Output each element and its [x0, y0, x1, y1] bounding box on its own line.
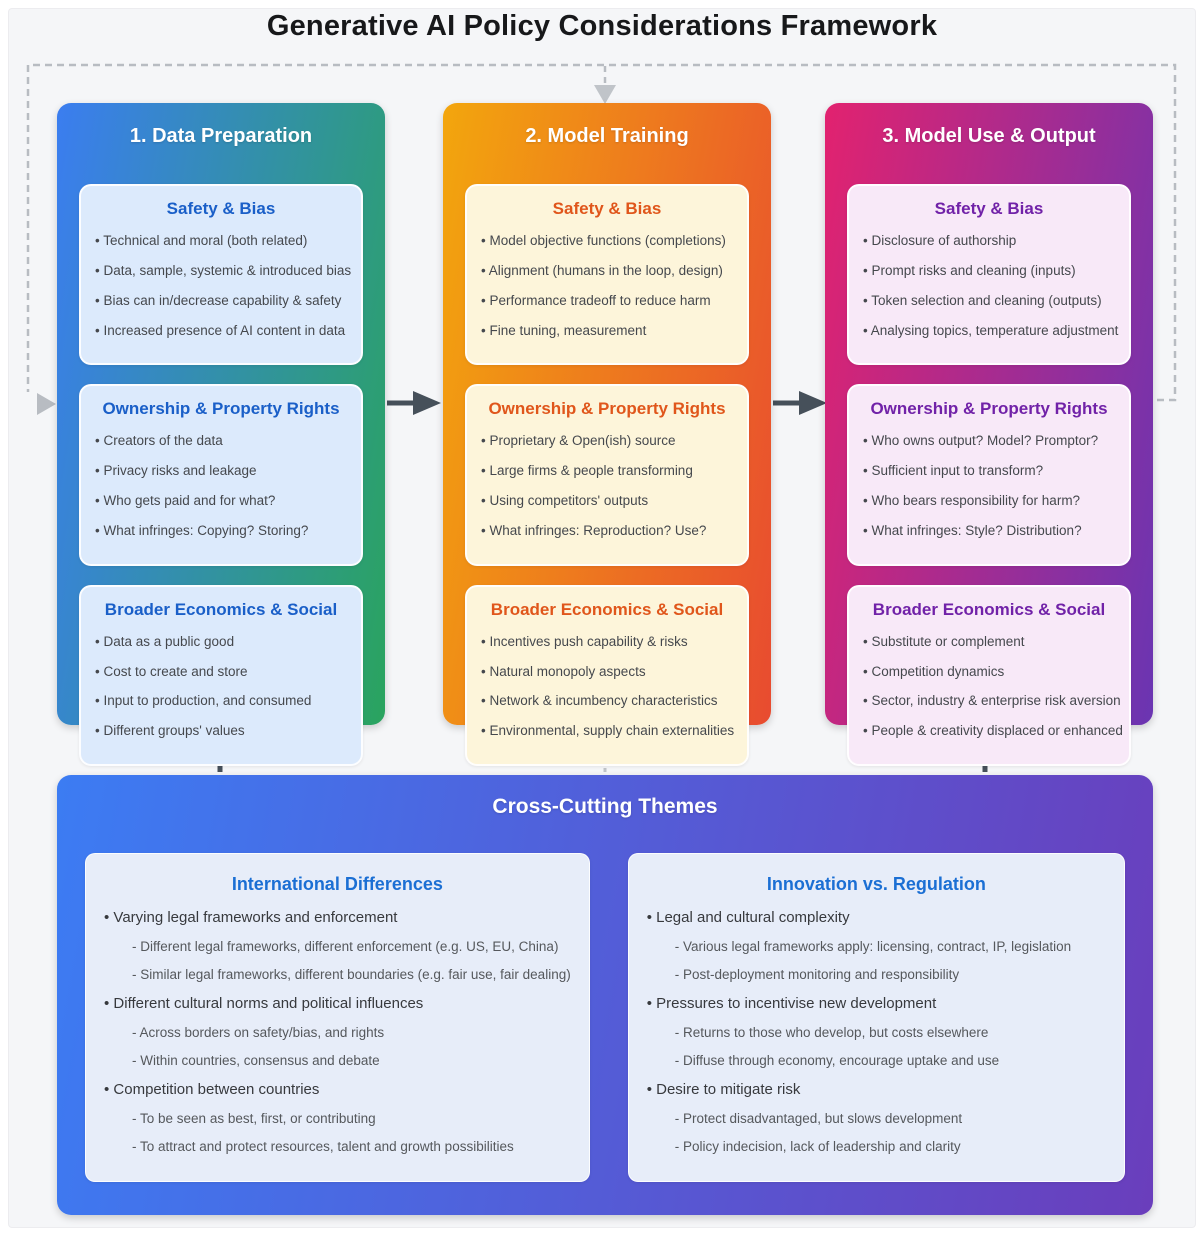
theme-sub-bullet: Similar legal frameworks, different boun…	[132, 967, 570, 982]
card-item: People & creativity displaced or enhance…	[863, 723, 1122, 739]
card-item: Fine tuning, measurement	[481, 323, 735, 339]
theme-sub-bullet: Post-deployment monitoring and responsib…	[675, 967, 1106, 982]
card-title: Innovation vs. Regulation	[766, 874, 986, 894]
card-item: Data, sample, systemic & introduced bias	[95, 263, 351, 279]
cross-cutting-header: Cross-Cutting Themes	[492, 795, 718, 818]
card-item: Who gets paid and for what?	[95, 493, 349, 509]
card-item: Data as a public good	[95, 634, 349, 650]
theme-sub-bullet: Within countries, consensus and debate	[132, 1053, 571, 1068]
card-item-list: Creators of the data Privacy risks and l…	[93, 434, 349, 538]
card-ownership-property-rights: Ownership & Property Rights Who owns out…	[847, 384, 1131, 566]
card-ownership-property-rights: Ownership & Property Rights Creators of …	[79, 384, 363, 566]
card-item: Bias can in/decrease capability & safety	[95, 293, 349, 309]
column-header: 2. Model Training	[525, 125, 689, 147]
cross-cutting-themes-box: Cross-Cutting Themes International Diffe…	[57, 775, 1153, 1215]
card-item: Performance tradeoff to reduce harm	[481, 293, 735, 309]
card-item: Using competitors' outputs	[481, 493, 735, 509]
card-item: Who owns output? Model? Promptor?	[863, 434, 1117, 449]
card-title: Safety & Bias	[166, 199, 276, 218]
card-item: Privacy risks and leakage	[95, 463, 349, 479]
card-title: Safety & Bias	[552, 199, 662, 218]
cross-cutting-cards: International Differences Varying legal …	[85, 853, 1125, 1182]
card-title: Ownership & Property Rights	[488, 399, 726, 419]
card-title: Broader Economics & Social	[104, 599, 338, 619]
card-title: Broader Economics & Social	[490, 599, 724, 619]
card-safety-bias: Safety & Bias Technical and moral (both …	[79, 184, 363, 366]
card-item-list: Disclosure of authorship Prompt risks an…	[861, 233, 1119, 339]
card-item: Cost to create and store	[95, 664, 349, 680]
card-title: Safety & Bias	[934, 199, 1044, 218]
theme-sub-bullet: Different legal frameworks, different en…	[132, 939, 571, 954]
card-broader-economics-social: Broader Economics & Social Substitute or…	[847, 584, 1131, 767]
theme-sub-bullet: Returns to those who develop, but costs …	[675, 1025, 1106, 1040]
card-item: Alignment (humans in the loop, design)	[481, 263, 735, 279]
theme-sub-bullet: To attract and protect resources, talent…	[132, 1139, 571, 1154]
theme-bullet: Varying legal frameworks and enforcement	[104, 909, 571, 926]
card-item: Different groups' values	[95, 723, 349, 739]
card-title: Ownership & Property Rights	[102, 399, 340, 419]
card-item-list: Data as a public good Cost to create and…	[93, 634, 349, 739]
theme-sub-bullet: Various legal frameworks apply: licensin…	[675, 939, 1106, 954]
card-innovation-vs-regulation: Innovation vs. Regulation Legal and cult…	[627, 853, 1125, 1182]
card-item: What infringes: Reproduction? Use?	[481, 523, 735, 539]
card-item: Analysing topics, temperature adjustment	[863, 323, 1119, 339]
card-item-list: Incentives push capability & risks Natur…	[479, 634, 735, 739]
column-model-training: 2. Model Training Safety & Bias Model ob…	[443, 103, 771, 767]
card-item-list: Model objective functions (completions) …	[479, 233, 735, 339]
card-safety-bias: Safety & Bias Model objective functions …	[465, 184, 749, 366]
theme-bullet: Legal and cultural complexity	[647, 909, 1106, 926]
column-header: 3. Model Use & Output	[882, 125, 1096, 147]
column-data-preparation: 1. Data Preparation Safety & Bias Techni…	[57, 103, 385, 767]
card-ownership-property-rights: Ownership & Property Rights Proprietary …	[465, 384, 749, 566]
card-item: Increased presence of AI content in data	[95, 323, 349, 339]
column-model-use-output: 3. Model Use & Output Safety & Bias Disc…	[825, 103, 1153, 767]
card-item: Incentives push capability & risks	[481, 634, 735, 650]
theme-sub-bullet: To be seen as best, first, or contributi…	[132, 1111, 571, 1126]
theme-bullet: Competition between countries	[104, 1081, 571, 1098]
card-item: Environmental, supply chain externalitie…	[481, 723, 735, 739]
card-international-differences: International Differences Varying legal …	[85, 853, 590, 1182]
card-item: Substitute or complement	[863, 634, 1117, 650]
card-item: Sufficient input to transform?	[863, 463, 1117, 479]
theme-sub-bullet: Across borders on safety/bias, and right…	[132, 1025, 571, 1040]
column-header: 1. Data Preparation	[129, 125, 313, 147]
card-item: Token selection and cleaning (outputs)	[863, 293, 1117, 309]
card-title: International Differences	[231, 874, 443, 894]
card-safety-bias: Safety & Bias Disclosure of authorship P…	[847, 184, 1131, 366]
card-title: Ownership & Property Rights	[870, 399, 1108, 419]
card-item: Large firms & people transforming	[481, 463, 735, 479]
card-item: Who bears responsibility for harm?	[863, 493, 1117, 509]
theme-bullet: Different cultural norms and political i…	[104, 995, 571, 1012]
theme-sub-bullet: Diffuse through economy, encourage uptak…	[675, 1053, 1106, 1068]
card-item-list: Proprietary & Open(ish) source Large fir…	[479, 434, 735, 538]
card-broader-economics-social: Broader Economics & Social Incentives pu…	[465, 584, 749, 767]
card-item: Proprietary & Open(ish) source	[481, 434, 735, 449]
card-item: Model objective functions (completions)	[481, 233, 735, 249]
card-item-list: Who owns output? Model? Promptor? Suffic…	[861, 434, 1117, 538]
page-title: Generative AI Policy Considerations Fram…	[266, 10, 938, 42]
card-item: Disclosure of authorship	[863, 233, 1117, 249]
card-item-list: Substitute or complement Competition dyn…	[861, 634, 1122, 739]
card-item: Competition dynamics	[863, 664, 1117, 680]
theme-bullet: Pressures to incentivise new development	[647, 995, 1106, 1012]
card-item: Natural monopoly aspects	[481, 664, 735, 680]
theme-sub-bullet: Policy indecision, lack of leadership an…	[675, 1139, 1106, 1154]
card-item: Prompt risks and cleaning (inputs)	[863, 263, 1117, 279]
theme-bullet: Desire to mitigate risk	[647, 1081, 1106, 1098]
card-broader-economics-social: Broader Economics & Social Data as a pub…	[79, 584, 363, 767]
card-item: Technical and moral (both related)	[95, 233, 349, 249]
card-item: Network & incumbency characteristics	[481, 694, 735, 709]
card-item: What infringes: Style? Distribution?	[863, 523, 1117, 539]
theme-sub-bullet: Protect disadvantaged, but slows develop…	[675, 1111, 1106, 1126]
card-item: Input to production, and consumed	[95, 694, 349, 709]
card-item-list: Technical and moral (both related) Data,…	[93, 233, 351, 339]
card-item: What infringes: Copying? Storing?	[95, 523, 349, 539]
card-item: Creators of the data	[95, 434, 349, 449]
card-item: Sector, industry & enterprise risk avers…	[863, 694, 1120, 709]
card-title: Broader Economics & Social	[872, 599, 1106, 619]
